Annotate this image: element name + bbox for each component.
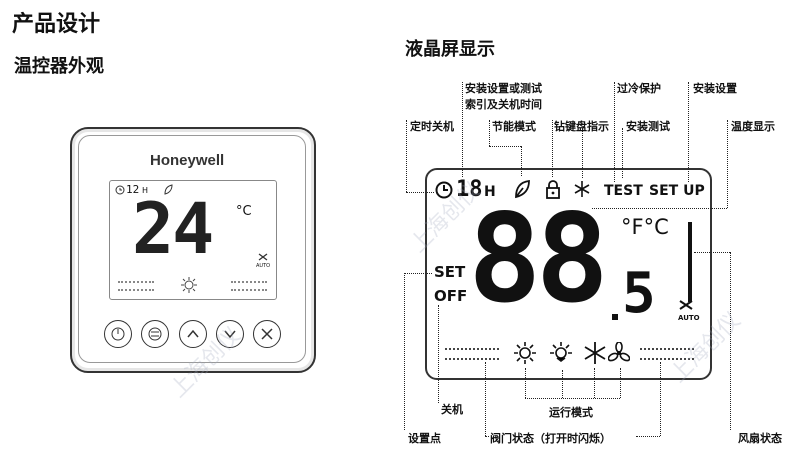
device-brand: Honeywell <box>150 152 225 169</box>
mode-button[interactable] <box>141 320 169 348</box>
lcd-fan-mode-icon <box>608 342 630 364</box>
lcd-heading: 液晶屏显示 <box>405 39 495 60</box>
leader-line <box>525 368 526 398</box>
leader-line <box>521 146 522 176</box>
lcd-off: OFF <box>434 287 468 305</box>
leader-line <box>727 120 728 208</box>
annotation-install-test-index: 安装设置或测试 索引及关机时间 <box>465 82 542 111</box>
device-screen <box>109 180 277 300</box>
lcd-fan-icon <box>678 299 694 311</box>
power-icon <box>111 327 125 341</box>
annotation-eco: 节能模式 <box>492 120 536 133</box>
lcd-bar-left <box>445 348 499 360</box>
annotation-install-test: 安装测试 <box>626 120 670 133</box>
down-icon <box>224 330 236 339</box>
lcd-frame <box>425 168 712 380</box>
leader-line <box>660 362 661 436</box>
annotation-valve: 阀门状态（打开时闪烁） <box>490 432 611 445</box>
device-temp-unit: °C <box>236 204 252 219</box>
fan-icon <box>261 328 273 340</box>
annotation-setpoint: 设置点 <box>408 432 441 445</box>
annotation-off: 关机 <box>441 403 463 416</box>
lcd-decimal-digit: 5 <box>622 261 656 326</box>
lcd-sun-icon <box>513 341 537 365</box>
annotation-timer-off: 定时关机 <box>410 120 454 133</box>
leader-line <box>562 370 563 398</box>
device-sun-auto-icon <box>180 276 198 294</box>
up-button[interactable] <box>179 320 207 348</box>
leader-line <box>552 120 553 177</box>
leader-line <box>406 120 407 192</box>
lcd-lock-icon <box>545 179 561 199</box>
leader-line <box>694 252 730 253</box>
lcd-leaf-icon <box>513 179 531 199</box>
lcd-timer: 18 <box>456 177 483 202</box>
up-icon <box>187 329 199 338</box>
down-button[interactable] <box>216 320 244 348</box>
leader-line <box>406 192 434 193</box>
device-leaf-icon <box>163 184 173 195</box>
annotation-run-mode: 运行模式 <box>549 406 593 419</box>
device-clock-icon <box>115 185 125 195</box>
lcd-snow-icon <box>583 341 607 365</box>
device-timer-unit: H <box>142 186 149 195</box>
leader-line <box>485 362 486 436</box>
leader-line <box>525 398 620 399</box>
power-button[interactable] <box>104 320 132 348</box>
leader-line <box>592 208 727 209</box>
annotation-install-setup: 安装设置 <box>693 82 737 95</box>
page-title: 产品设计 <box>12 12 101 37</box>
lcd-test: TEST <box>604 183 643 199</box>
lcd-timer-unit: H <box>484 184 496 200</box>
device-bezel <box>78 135 306 363</box>
device-bar-right <box>231 281 267 291</box>
leader-line <box>636 436 660 437</box>
mode-icon <box>148 327 162 341</box>
leader-line <box>582 128 583 178</box>
leader-line <box>622 128 623 178</box>
lcd-clock-icon <box>435 181 453 199</box>
device-bar-left <box>118 281 154 291</box>
leader-line <box>489 120 490 146</box>
lcd-bar-right <box>640 348 694 360</box>
leader-line <box>620 368 621 398</box>
lcd-decimal-point <box>612 314 618 320</box>
appearance-heading: 温控器外观 <box>14 56 104 77</box>
lcd-sun-auto-icon <box>549 341 575 367</box>
fan-button[interactable] <box>253 320 281 348</box>
leader-line <box>489 146 521 147</box>
annotation-fan: 风扇状态 <box>738 432 782 445</box>
leader-line <box>404 273 432 274</box>
annotation-overheat: 过冷保护 <box>617 82 661 95</box>
leader-line <box>730 252 731 430</box>
lcd-setup: SET UP <box>649 183 705 199</box>
leader-line <box>688 82 689 182</box>
lcd-auto-label: AUTO <box>678 314 700 322</box>
lcd-big-temp: 88 <box>468 188 609 330</box>
device-temperature: 24 <box>132 188 214 270</box>
device-auto-label: AUTO <box>256 263 271 269</box>
leader-line <box>594 368 595 398</box>
leader-line <box>614 82 615 182</box>
lcd-set: SET <box>434 263 466 281</box>
annotation-keylock: 钻键盘指示 <box>554 120 609 133</box>
leader-line <box>438 305 439 403</box>
leader-line <box>404 273 405 430</box>
leader-line <box>462 82 463 177</box>
annotation-temp-display: 温度显示 <box>731 120 775 133</box>
device-timer: 12 <box>126 183 140 196</box>
device-fan-icon <box>258 253 268 261</box>
lcd-unit: °F°C <box>621 215 669 239</box>
leader-line <box>485 436 489 437</box>
lcd-temp-bar <box>688 222 696 302</box>
lcd-snowflake-icon <box>573 180 591 198</box>
